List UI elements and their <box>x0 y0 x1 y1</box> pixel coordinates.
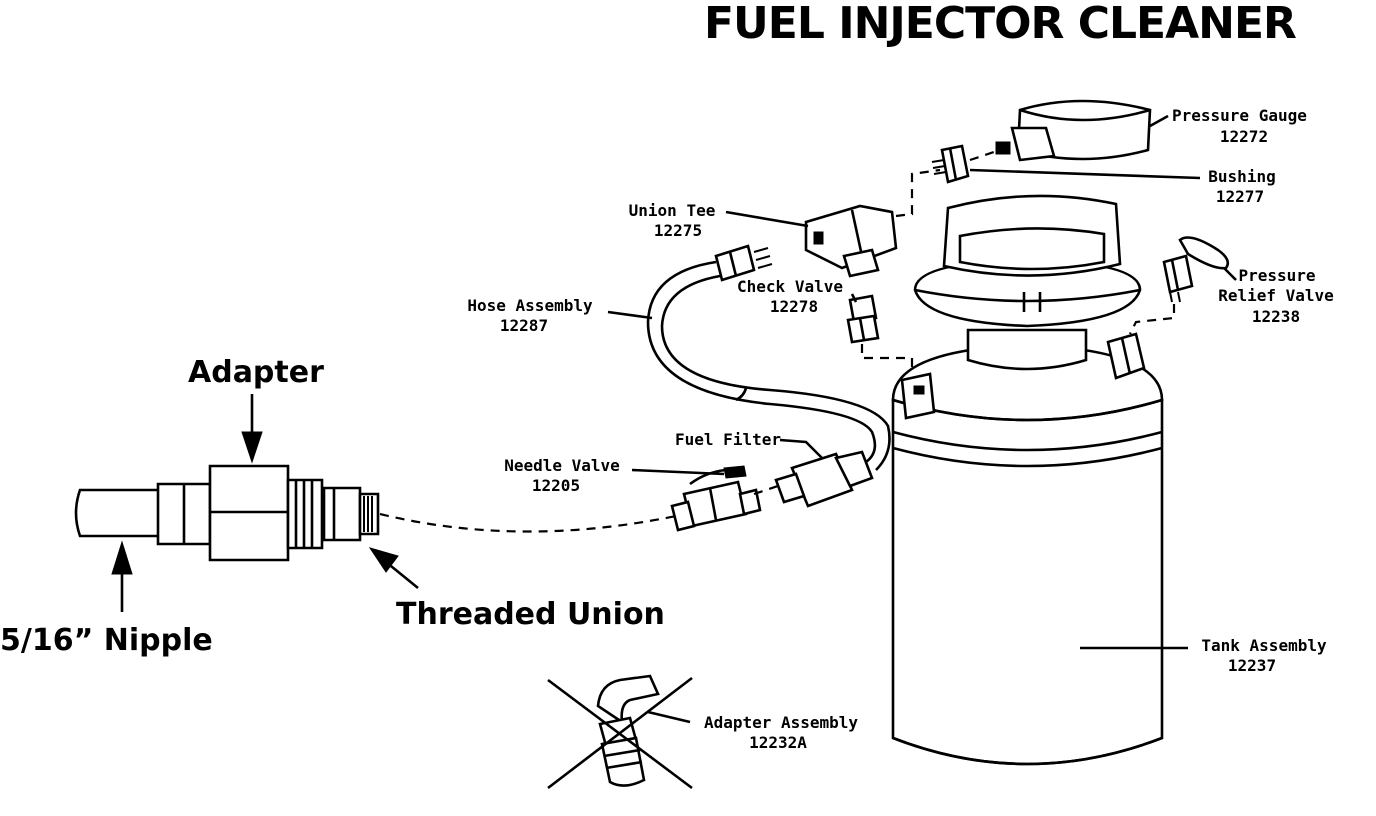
adapter-arrow-icon <box>241 431 263 464</box>
adapter-assembly <box>547 674 693 790</box>
union-tee-label: Union Tee <box>629 201 716 220</box>
check-valve <box>846 294 880 344</box>
pressure-gauge-number: 12272 <box>1220 127 1268 146</box>
bushing-number: 12277 <box>1216 187 1264 206</box>
hose-assembly-number: 12287 <box>500 316 548 335</box>
diagram-title: FUEL INJECTOR CLEANER <box>704 0 1296 49</box>
union-tee <box>804 204 898 278</box>
leader-lines <box>607 114 1237 724</box>
tank-assembly-label: Tank Assembly <box>1201 636 1327 655</box>
pressure-relief-valve-label-1: Pressure <box>1238 266 1315 285</box>
threaded-union-arrow-icon <box>368 547 399 573</box>
tank-assembly <box>891 194 1164 766</box>
pressure-relief-valve-label-2: Relief Valve <box>1218 286 1334 305</box>
hose-assembly <box>646 244 891 471</box>
fuel-filter-label: Fuel Filter <box>675 430 781 449</box>
adapter-assembly-label: Adapter Assembly <box>704 713 858 732</box>
adapter-callout: Adapter <box>188 355 324 390</box>
bushing <box>931 144 970 184</box>
bushing-label: Bushing <box>1208 167 1275 186</box>
union-tee-number: 12275 <box>654 221 702 240</box>
dashed-connections <box>379 148 1176 533</box>
needle-valve <box>670 465 762 532</box>
nipple-callout: 5/16” Nipple <box>0 623 213 658</box>
pressure-relief-valve-number: 12238 <box>1252 307 1300 326</box>
needle-valve-number: 12205 <box>532 476 580 495</box>
nipple-arrow-icon <box>111 540 133 575</box>
threaded-union-callout: Threaded Union <box>396 597 665 632</box>
check-valve-number: 12278 <box>770 297 818 316</box>
adapter-fitting <box>74 464 380 562</box>
pressure-relief-valve <box>1162 236 1230 303</box>
check-valve-label: Check Valve <box>737 277 843 296</box>
pressure-gauge-label: Pressure Gauge <box>1172 106 1307 125</box>
callout-arrows <box>111 394 419 612</box>
pressure-gauge <box>995 99 1152 162</box>
tank-assembly-number: 12237 <box>1228 656 1276 675</box>
hose-assembly-label: Hose Assembly <box>467 296 593 315</box>
needle-valve-label: Needle Valve <box>504 456 620 475</box>
fuel-filter <box>774 450 874 508</box>
adapter-assembly-number: 12232A <box>749 733 807 752</box>
